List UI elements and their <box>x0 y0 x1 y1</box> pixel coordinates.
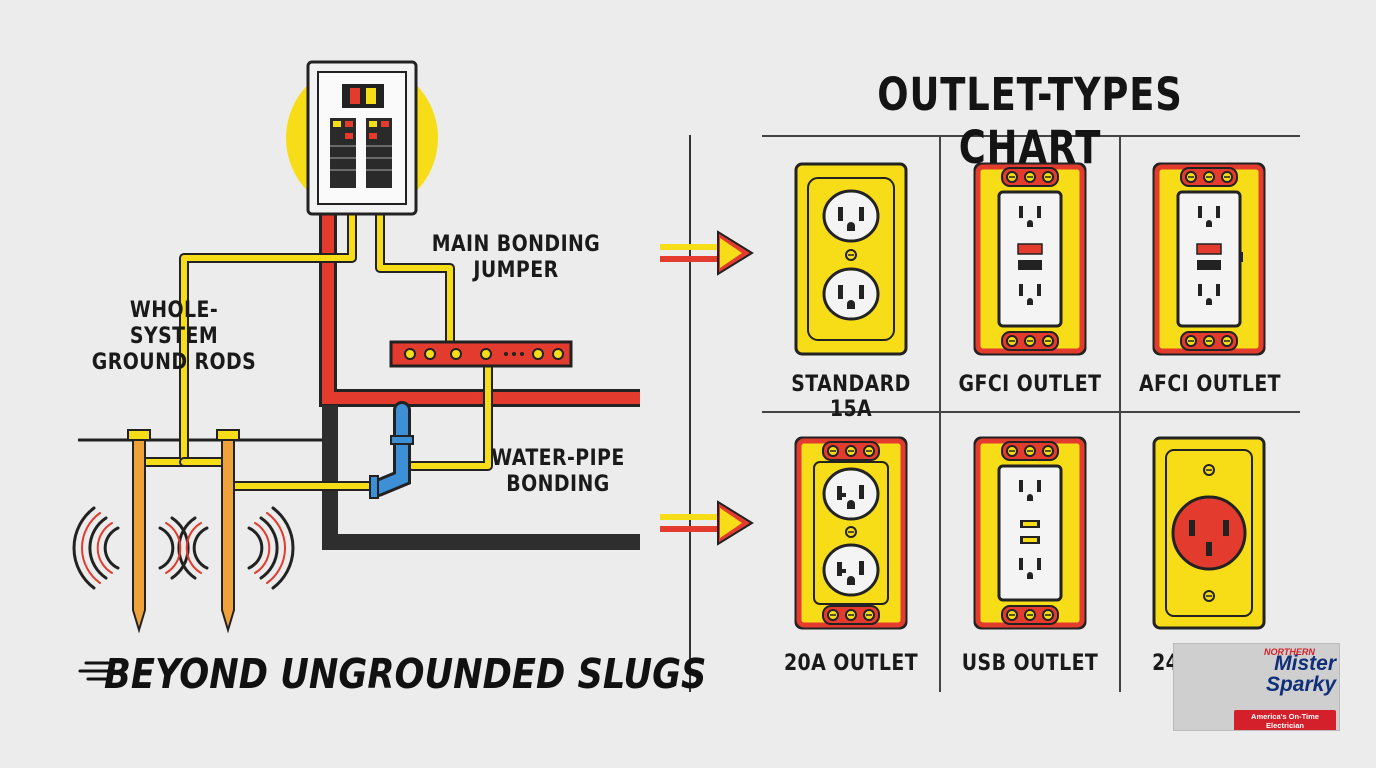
water-pipe <box>369 401 414 499</box>
caption-gfci-outlet: GFCI OUTLET <box>958 372 1102 397</box>
outlet-usb-icon <box>973 436 1087 630</box>
logo-tagline: America's On-Time Electrician <box>1234 710 1336 730</box>
ground-rod-left <box>127 429 151 634</box>
ground-rod-wire <box>137 211 355 465</box>
outlet-standard-icon <box>794 162 908 356</box>
outlet-gfci-icon <box>973 162 1087 356</box>
outlet-240v-icon <box>1152 436 1266 630</box>
ground-signal-waves <box>72 506 295 590</box>
outlet-grid <box>794 162 1266 630</box>
logo-name: Mister Sparky <box>1265 652 1336 696</box>
speed-lines-icon <box>78 661 110 681</box>
caption-20a-outlet: 20A OUTLET <box>783 651 919 676</box>
caption-standard-15a: STANDARD 15A <box>791 372 911 422</box>
caption-afci-outlet: AFCI OUTLET <box>1138 372 1282 397</box>
slogan: BEYOND UNGROUNDED SLUGS <box>104 650 707 698</box>
label-water-pipe-bonding: WATER-PIPE BONDING <box>491 446 625 497</box>
arrow-top <box>660 230 754 276</box>
pipe-bonding-wire <box>409 361 491 469</box>
logo-region: NORTHERN <box>1264 647 1315 657</box>
arrow-bottom <box>660 500 754 546</box>
bonding-bus-bar <box>389 340 573 368</box>
label-ground-rods: WHOLE-SYSTEM GROUND RODS <box>91 298 257 375</box>
chart-title: OUTLET-TYPES CHART <box>877 68 1183 174</box>
outlet-20a-icon <box>794 436 908 630</box>
hot-wire <box>322 214 640 404</box>
chart-grid <box>762 135 1300 692</box>
ground-rod-right <box>216 429 240 634</box>
bonding-jumper-wire <box>377 211 453 345</box>
outlet-afci-icon <box>1152 162 1266 356</box>
caption-usb-outlet: USB OUTLET <box>961 651 1099 676</box>
neutral-wire <box>322 405 640 550</box>
electrical-panel <box>306 60 418 216</box>
label-main-bonding-jumper: MAIN BONDING JUMPER <box>431 232 601 283</box>
mister-sparky-logo: NORTHERN Mister Sparky America's On-Time… <box>1173 643 1340 731</box>
